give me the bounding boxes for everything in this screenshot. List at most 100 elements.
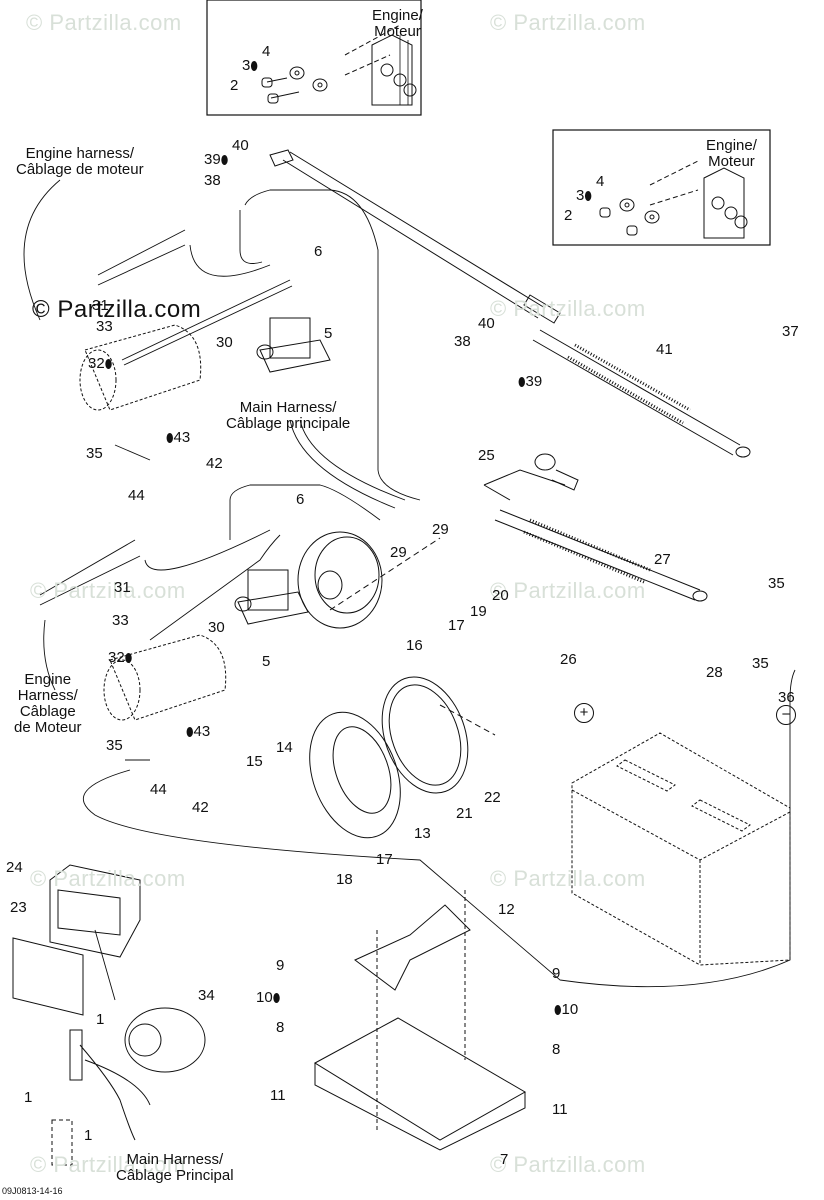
note-engine-right: Engine/ Moteur: [706, 137, 757, 170]
callout-24: 24: [6, 859, 23, 876]
watermark: © Partzilla.com: [26, 10, 182, 35]
callout-29: 29: [390, 544, 407, 561]
battery-cable-41: [532, 329, 751, 458]
watermark: © Partzilla.com: [490, 10, 646, 35]
starter-motor-upper: [79, 324, 202, 411]
watermark: © Partzilla.com: [32, 296, 202, 323]
callout-43: ⬮43: [186, 723, 211, 740]
battery-cable-25: [483, 453, 708, 602]
callout-35: 35: [768, 575, 785, 592]
callout-43: ⬮43: [166, 429, 191, 446]
callout-22: 22: [484, 789, 501, 806]
watermark: © Partzilla.com: [30, 578, 186, 603]
callout-5: 5: [262, 653, 271, 670]
harness-wires: [23, 179, 796, 988]
callout-29: 29: [432, 521, 449, 538]
callout-33: 33: [112, 612, 129, 629]
callout-42: 42: [192, 799, 209, 816]
watermark: © Partzilla.com: [30, 866, 186, 891]
callout-2: 2: [230, 77, 239, 94]
callout-41: 41: [656, 341, 673, 358]
note-main-harness-mid: Main Harness/ Câblage principale: [226, 399, 351, 432]
callout-20: 20: [492, 587, 509, 604]
callout-44: 44: [128, 487, 145, 504]
negative-terminal-icon: −: [776, 705, 796, 725]
callout-31: 31: [114, 579, 131, 596]
callout-40: 40: [232, 137, 249, 154]
callout-40: 40: [478, 315, 495, 332]
drop-icon: ⬮: [186, 725, 194, 739]
drop-icon: ⬮: [124, 651, 133, 665]
bezel-13: [309, 711, 401, 839]
horn-16: [297, 531, 441, 629]
callout-14: 14: [276, 739, 293, 756]
solenoid-upper: [256, 317, 331, 373]
positive-terminal-icon: +: [574, 703, 594, 723]
callout-32: 32⬮: [108, 649, 133, 666]
callout-23: 23: [10, 899, 27, 916]
drop-icon: ⬮: [220, 153, 229, 167]
drop-icon: ⬮: [250, 59, 258, 73]
callout-17: 17: [448, 617, 465, 634]
callout-11: 11: [552, 1101, 568, 1118]
callout-17: 17: [376, 851, 393, 868]
engine-mount-right: [599, 159, 748, 239]
watermark: © Partzilla.com: [490, 866, 646, 891]
watermark: © Partzilla.com: [490, 578, 646, 603]
callout-10: 10⬮: [256, 989, 281, 1006]
callout-8: 8: [276, 1019, 285, 1036]
callout-3: 3⬮: [242, 57, 258, 74]
callout-30: 30: [216, 334, 233, 351]
callout-30: 30: [208, 619, 225, 636]
callout-35: 35: [752, 655, 769, 672]
callout-4: 4: [262, 43, 271, 60]
callout-1: 1: [96, 1011, 105, 1028]
callout-11: 11: [270, 1087, 286, 1104]
watermark: © Partzilla.com: [490, 1152, 646, 1177]
engine-inset-top: [206, 0, 422, 116]
callout-38: 38: [204, 172, 221, 189]
callout-5: 5: [324, 325, 333, 342]
engine-mount-top: [261, 24, 417, 106]
callout-26: 26: [560, 651, 577, 668]
drop-icon: ⬮: [518, 375, 526, 389]
callout-4: 4: [596, 173, 605, 190]
callout-8: 8: [552, 1041, 561, 1058]
callout-38: 38: [454, 333, 471, 350]
solenoid-lower: [234, 569, 309, 625]
callout-2: 2: [564, 207, 573, 224]
engine-inset-right: [552, 129, 771, 246]
battery-tray: [314, 890, 527, 1151]
callout-35: 35: [106, 737, 123, 754]
callout-9: 9: [552, 965, 561, 982]
callout-16: 16: [406, 637, 423, 654]
note-main-harness-bottom: Main Harness/ Câblage Principal: [116, 1151, 234, 1184]
drop-icon: ⬮: [272, 991, 281, 1005]
callout-25: 25: [478, 447, 495, 464]
callout-34: 34: [198, 987, 215, 1004]
callout-35: 35: [86, 445, 103, 462]
callout-32: 32⬮: [88, 355, 113, 372]
callout-44: 44: [150, 781, 167, 798]
reference-code: 09J0813-14-16: [2, 1186, 63, 1196]
callout-10: ⬮10: [554, 1001, 579, 1018]
gasket-22: [381, 676, 496, 794]
drop-icon: ⬮: [166, 431, 174, 445]
callout-13: 13: [414, 825, 431, 842]
note-engine-harness-top: Engine harness/ Câblage de moteur: [16, 145, 144, 178]
drop-icon: ⬮: [104, 357, 113, 371]
callout-39: 39⬮: [204, 151, 229, 168]
callout-42: 42: [206, 455, 223, 472]
callout-19: 19: [470, 603, 487, 620]
battery-cable-upper: [269, 149, 561, 324]
callout-36: 36: [778, 689, 795, 706]
callout-27: 27: [654, 551, 671, 568]
starter-motor-lower: [103, 634, 227, 721]
watermark: © Partzilla.com: [490, 296, 646, 321]
drop-icon: ⬮: [584, 189, 592, 203]
callout-6: 6: [296, 491, 305, 508]
callout-1: 1: [24, 1089, 33, 1106]
callout-12: 12: [498, 901, 515, 918]
callout-37: 37: [782, 323, 799, 340]
